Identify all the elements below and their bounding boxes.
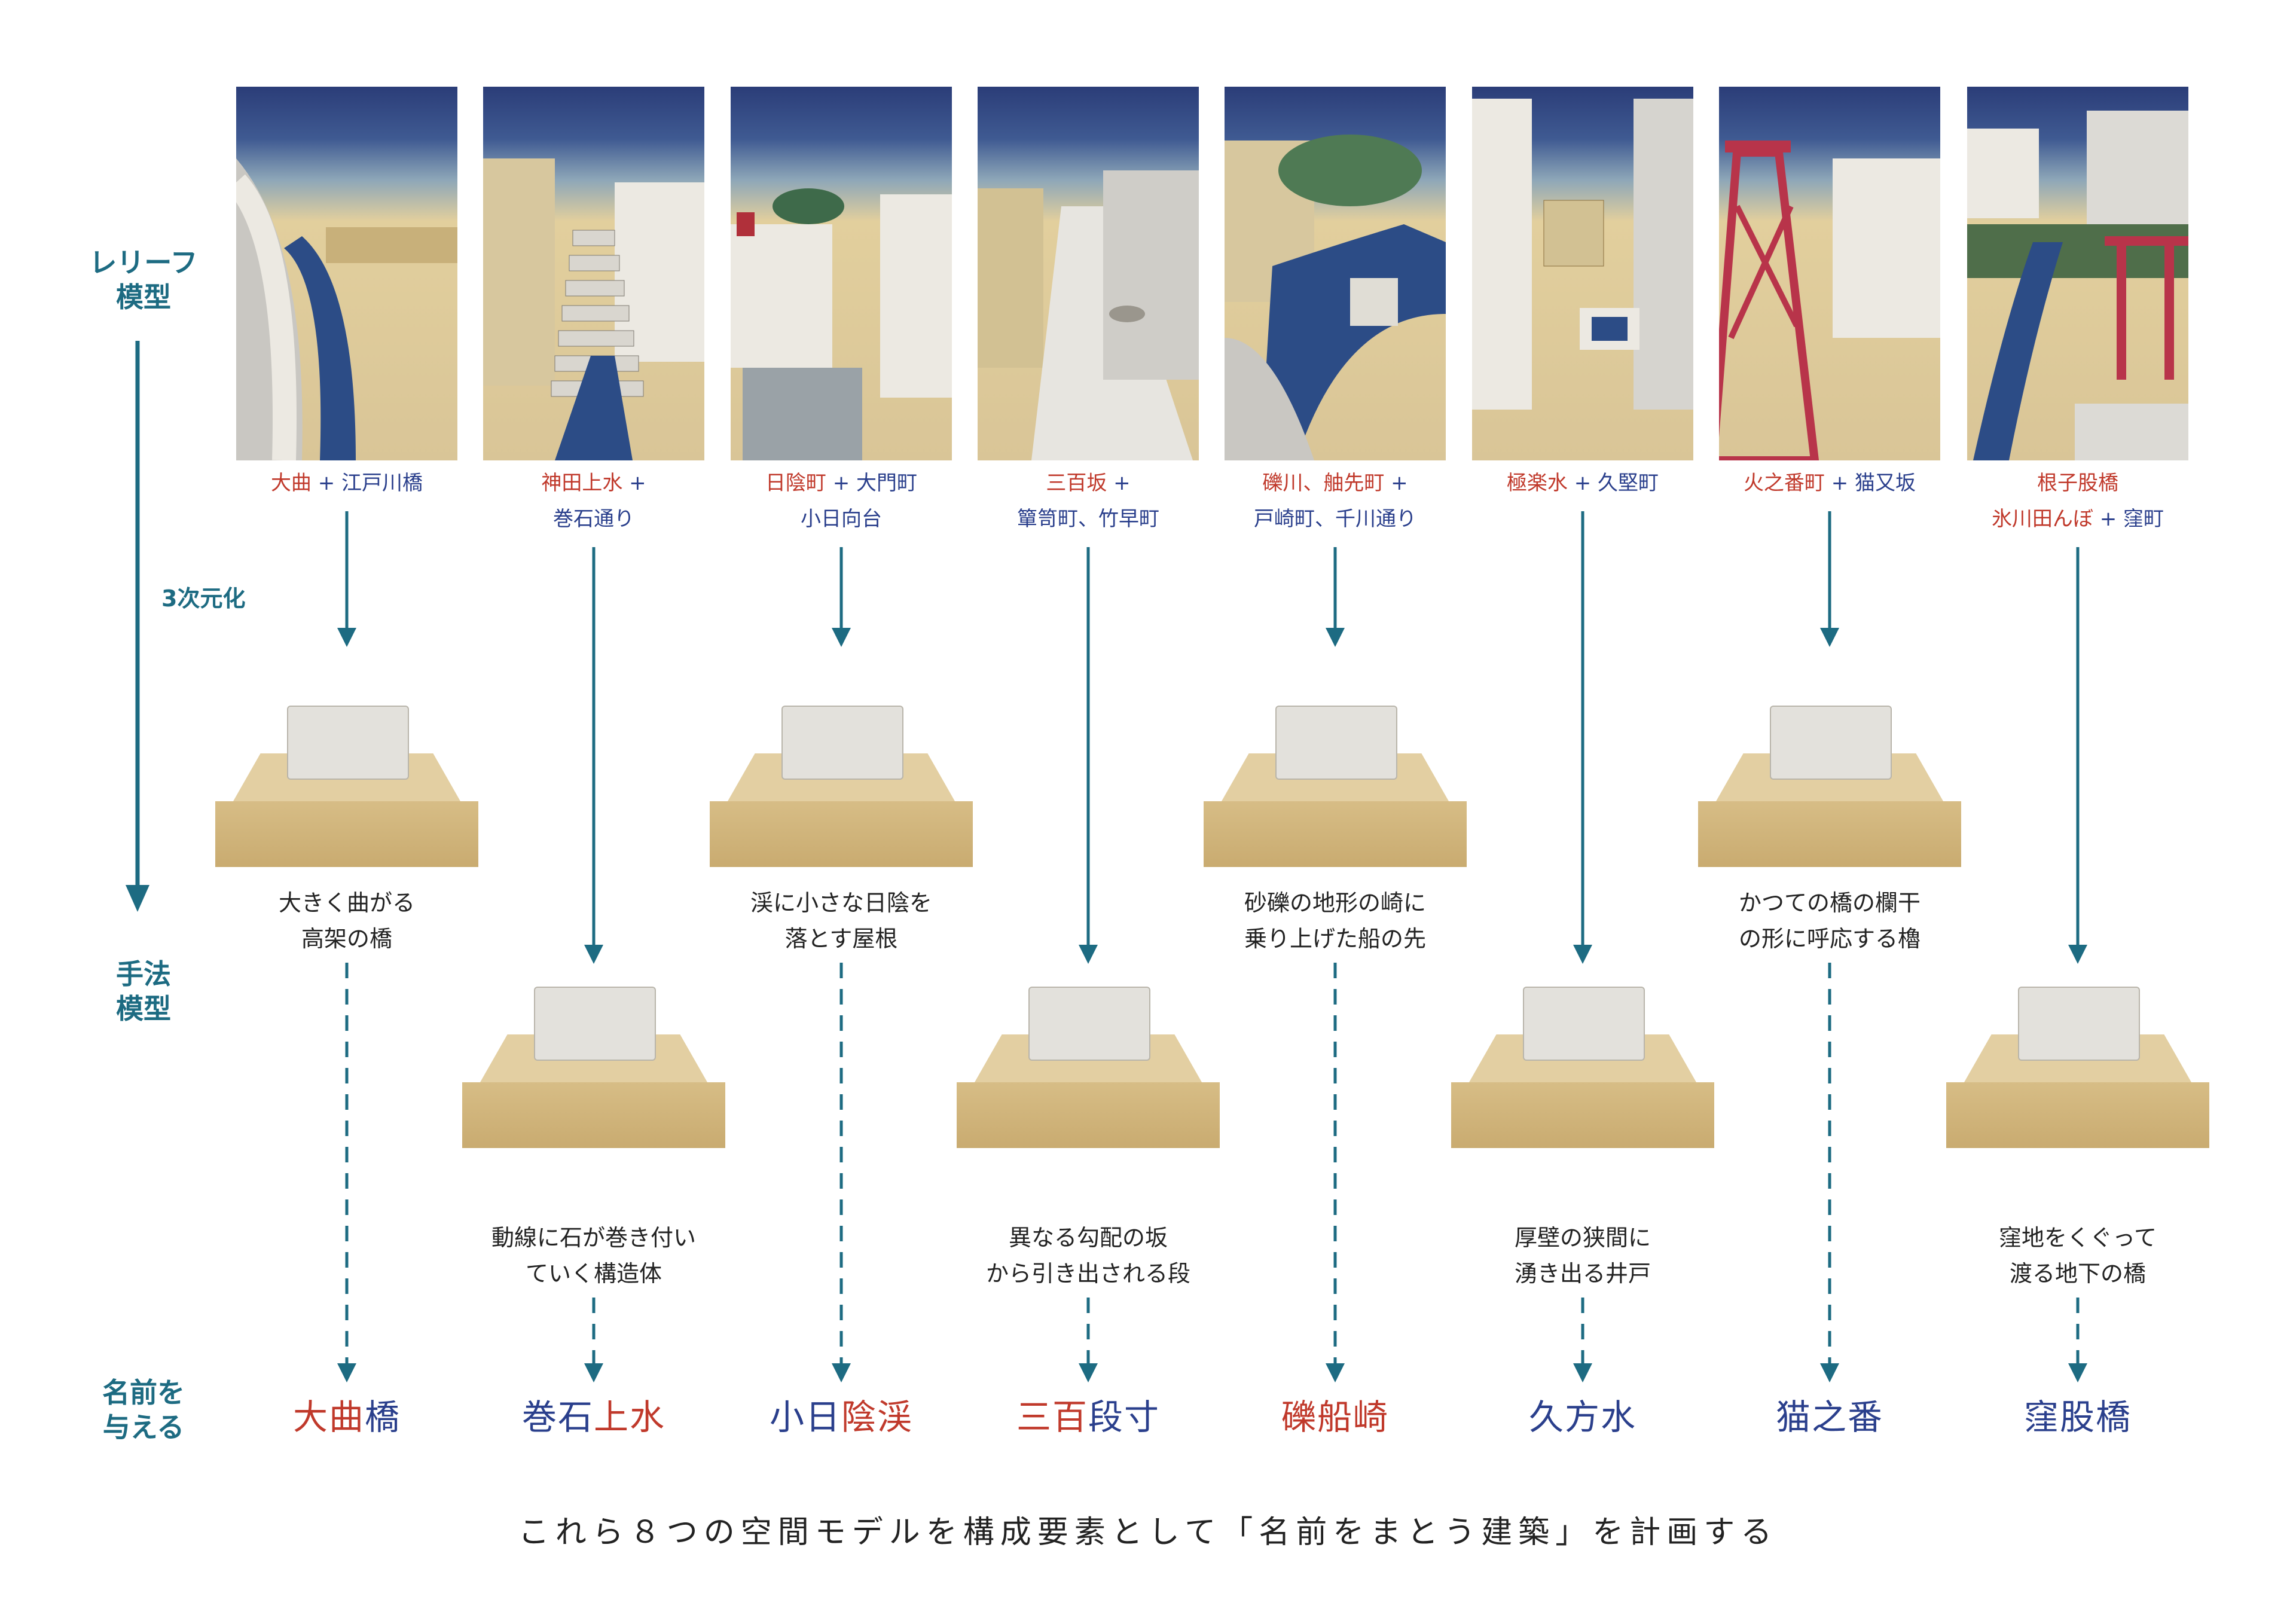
- method-description: 動線に石が巻き付いていく構造体: [491, 1225, 696, 1287]
- model-name: 巻石上水: [521, 1397, 666, 1437]
- method-description: 異なる勾配の坂から引き出される段: [985, 1225, 1190, 1287]
- model-name: 礫船崎: [1281, 1397, 1389, 1437]
- arrowhead: [1573, 1363, 1592, 1382]
- arrowhead: [1820, 628, 1839, 647]
- arrowhead: [1820, 1363, 1839, 1382]
- relief-panel: [731, 87, 952, 460]
- method-description: 厚壁の狭間に湧き出る井戸: [1514, 1225, 1651, 1287]
- relief-caption: 極楽水 + 久堅町: [1506, 471, 1659, 495]
- arrowhead: [337, 1363, 356, 1382]
- relief-caption: 神田上水 +巻石通り: [541, 471, 646, 531]
- method-description: 渓に小さな日陰を落とす屋根: [750, 890, 932, 952]
- method-model: [215, 706, 478, 879]
- method-description: 窪地をくぐって渡る地下の橋: [1998, 1225, 2157, 1287]
- arrowhead: [584, 945, 603, 964]
- relief-model-label: レリーフ模型: [89, 246, 198, 313]
- model-name: 久方水: [1528, 1397, 1636, 1437]
- arrowhead: [337, 628, 356, 647]
- relief-panel: [236, 87, 457, 460]
- arrowhead: [1573, 945, 1592, 964]
- relief-panel: [1472, 87, 1693, 460]
- arrowhead: [1326, 1363, 1345, 1382]
- model-name: 三百段寸: [1016, 1397, 1161, 1437]
- method-model: [462, 987, 725, 1160]
- relief-caption: 火之番町 + 猫又坂: [1743, 471, 1916, 495]
- method-description: 大きく曲がる高架の橋: [278, 890, 415, 952]
- relief-panel: [483, 87, 704, 460]
- relief-caption: 礫川、舳先町 +戸崎町、千川通り: [1254, 471, 1416, 531]
- model-name: 窪股橋: [2023, 1397, 2132, 1437]
- arrowhead: [1079, 1363, 1098, 1382]
- relief-panel: [978, 87, 1199, 460]
- relief-panel: [1719, 87, 1940, 460]
- method-description: かつての橋の欄干の形に呼応する櫓: [1738, 890, 1921, 952]
- relief-panel: [1967, 87, 2188, 460]
- arrowhead: [832, 628, 851, 647]
- footer-caption: これら８つの空間モデルを構成要素として「名前をまとう建築」を計画する: [518, 1515, 1778, 1550]
- method-model: [1204, 706, 1467, 879]
- method-description: 砂礫の地形の崎に乗り上げた船の先: [1244, 890, 1426, 952]
- relief-caption: 根子股橋氷川田んぼ + 窪町: [1991, 471, 2164, 531]
- axis-arrow: [126, 341, 149, 912]
- relief-panel: [1225, 87, 1446, 460]
- arrowhead: [2068, 945, 2087, 964]
- three-d-label: 3次元化: [161, 585, 246, 612]
- give-name-label: 名前を与える: [102, 1376, 185, 1443]
- relief-caption: 大曲 + 江戸川橋: [270, 471, 423, 495]
- relief-caption: 三百坂 +簞笥町、竹早町: [1017, 471, 1159, 531]
- method-model: [1451, 987, 1714, 1160]
- relief-caption: 日陰町 + 大門町小日向台: [765, 471, 918, 531]
- method-model: [957, 987, 1220, 1160]
- method-model-label: 手法模型: [116, 958, 171, 1025]
- model-name: 猫之番: [1775, 1397, 1883, 1437]
- method-model: [1946, 987, 2209, 1160]
- arrowhead: [832, 1363, 851, 1382]
- model-name: 小日陰渓: [769, 1397, 914, 1437]
- method-model: [710, 706, 973, 879]
- arrowhead: [584, 1363, 603, 1382]
- arrowhead: [2068, 1363, 2087, 1382]
- arrowhead: [1079, 945, 1098, 964]
- model-name: 大曲橋: [292, 1397, 401, 1437]
- method-model: [1698, 706, 1961, 879]
- arrowhead: [1326, 628, 1345, 647]
